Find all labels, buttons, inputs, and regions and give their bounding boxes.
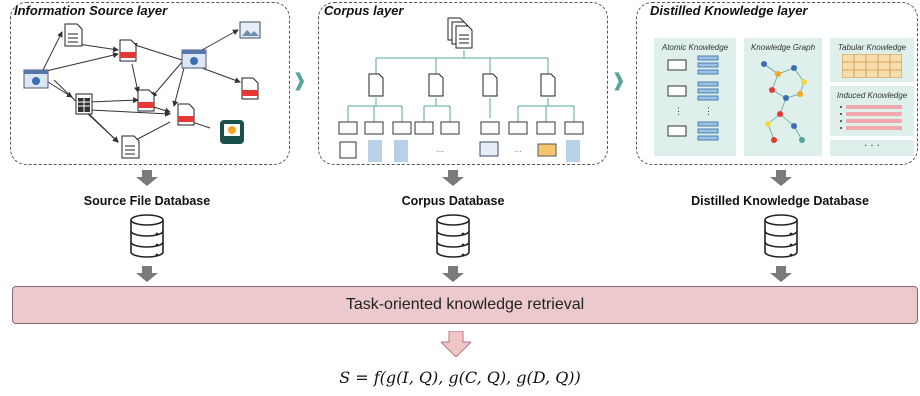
corpus-database-label: Corpus Database xyxy=(401,194,505,208)
presentation-icon xyxy=(220,120,244,144)
induced-knowledge-panel: Induced Knowledge xyxy=(830,86,914,136)
source-file-database-label: Source File Database xyxy=(83,194,211,208)
knowledge-graph-icon xyxy=(761,61,807,143)
pdf-icon xyxy=(241,77,259,100)
svg-text:···: ··· xyxy=(514,147,522,156)
document-icon xyxy=(64,23,83,47)
down-arrow-icon xyxy=(770,266,792,282)
down-arrow-icon xyxy=(441,331,471,357)
table-icon xyxy=(842,54,902,78)
image-icon xyxy=(239,21,261,39)
retrieval-formula: S = f(g(I, Q), g(C, Q), g(D, Q)) xyxy=(339,368,581,387)
svg-text:⋮: ⋮ xyxy=(674,106,683,116)
knowledge-graph-title: Knowledge Graph xyxy=(750,43,816,52)
distilled-layer-title: Distilled Knowledge layer xyxy=(650,3,808,18)
retrieval-label: Task-oriented knowledge retrieval xyxy=(345,296,585,313)
ellipsis: · · · xyxy=(864,141,880,152)
svg-text:⋮: ⋮ xyxy=(704,106,713,116)
source-layer-title: Information Source layer xyxy=(14,3,168,18)
spreadsheet-icon xyxy=(75,93,93,115)
chart-icon xyxy=(339,141,357,159)
source-network-graph xyxy=(23,21,261,159)
knowledge-graph-panel: Knowledge Graph xyxy=(744,38,822,156)
chevron-right-icon: ❱ xyxy=(292,70,308,91)
pdf-icon xyxy=(177,103,195,126)
database-icon xyxy=(130,214,164,258)
database-icon xyxy=(436,214,470,258)
atomic-items: ⋮ ⋮ xyxy=(667,55,719,141)
table-icon xyxy=(537,143,557,157)
tabular-knowledge-title: Tabular Knowledge xyxy=(837,43,907,52)
more-knowledge-panel: · · · xyxy=(830,140,914,156)
induced-knowledge-title: Induced Knowledge xyxy=(836,91,908,100)
corpus-tree: ··· ··· xyxy=(338,17,584,162)
down-arrow-icon xyxy=(442,170,464,186)
atomic-knowledge-title: Atomic Knowledge xyxy=(661,43,729,52)
pdf-icon xyxy=(137,89,155,112)
svg-text:···: ··· xyxy=(436,147,444,156)
down-arrow-icon xyxy=(136,266,158,282)
chevron-right-icon: ❱ xyxy=(611,70,627,91)
list-icon xyxy=(840,105,902,130)
task-oriented-retrieval-bar: Task-oriented knowledge retrieval xyxy=(12,286,918,324)
document-icon xyxy=(121,135,140,159)
database-icon xyxy=(764,214,798,258)
pdf-icon xyxy=(119,39,137,62)
down-arrow-icon xyxy=(770,170,792,186)
web-page-icon xyxy=(23,69,49,89)
corpus-layer-title: Corpus layer xyxy=(324,3,404,18)
atomic-knowledge-panel: Atomic Knowledge ⋮ ⋮ xyxy=(654,38,736,156)
web-page-icon xyxy=(181,49,207,69)
down-arrow-icon xyxy=(442,266,464,282)
down-arrow-icon xyxy=(136,170,158,186)
distilled-knowledge-database-label: Distilled Knowledge Database xyxy=(691,194,869,208)
tabular-knowledge-panel: Tabular Knowledge xyxy=(830,38,914,82)
document-stack-icon xyxy=(447,17,473,49)
image-icon xyxy=(479,141,499,157)
